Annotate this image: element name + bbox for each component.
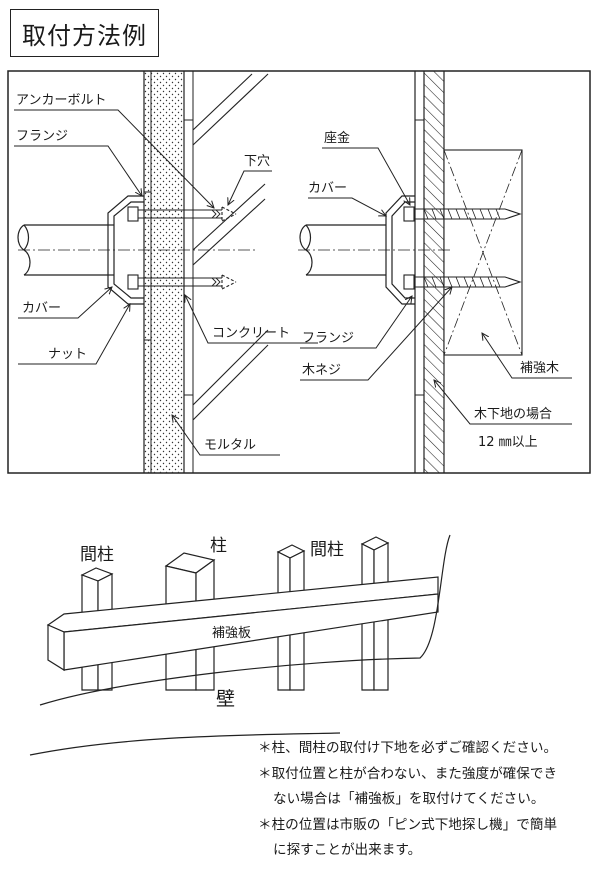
label-wood-screw: 木ネジ xyxy=(302,363,341,378)
structure-diagonals xyxy=(192,73,269,421)
reinforcing-board xyxy=(46,576,439,672)
title-box: 取付方法例 xyxy=(10,9,159,57)
note-1: ＊柱、間柱の取付け下地を必ずご確認ください。 xyxy=(258,736,598,762)
left-pipe xyxy=(17,224,255,276)
wall-outline xyxy=(29,534,451,756)
label-shita-ana: 下穴 xyxy=(244,154,270,169)
right-pipe xyxy=(298,224,450,276)
leader-flange-right xyxy=(300,296,412,349)
leader-wood-base xyxy=(434,380,572,425)
note-line: ＊柱、間柱の取付け下地を必ずご確認ください。 xyxy=(258,740,558,756)
label-hashira: 柱 xyxy=(210,536,227,556)
label-concrete: コンクリート xyxy=(212,326,290,341)
label-wood-base-size: 12 ㎜以上 xyxy=(478,435,538,450)
label-anchor-bolt: アンカーボルト xyxy=(16,93,106,108)
leader-cover-left xyxy=(18,287,112,319)
note-3-cont: に探すことが出来ます。 xyxy=(258,838,598,864)
note-3: ＊柱の位置は市販の「ピン式下地探し機」で簡単 xyxy=(258,813,598,839)
leader-shita-ana xyxy=(228,170,272,205)
leader-nut xyxy=(18,304,130,365)
label-flange-right: フランジ xyxy=(302,331,354,346)
leader-reinforcing-wood xyxy=(482,333,572,379)
reinforcing-wood xyxy=(443,149,523,356)
note-2: ＊取付位置と柱が合わない、また強度が確保でき xyxy=(258,762,598,788)
leader-zagane xyxy=(322,147,410,205)
label-wall: 壁 xyxy=(216,688,235,710)
leader-cover-right xyxy=(308,197,386,216)
note-2-cont: ない場合は「補強板」を取付けてください。 xyxy=(258,787,598,813)
leader-anchor-bolt xyxy=(14,109,214,208)
notes: ＊柱、間柱の取付け下地を必ずご確認ください。 ＊取付位置と柱が合わない、また強度… xyxy=(258,736,598,864)
label-wood-base: 木下地の場合 xyxy=(474,407,552,422)
left-flange-cover xyxy=(107,195,144,305)
leader-wood-screw xyxy=(300,287,452,381)
note-line: ＊柱の位置は市販の「ピン式下地探し機」で簡単 xyxy=(258,816,558,833)
upper-diagram-frame xyxy=(7,70,591,474)
label-mabashira-right: 間柱 xyxy=(310,540,344,560)
label-cover-left: カバー xyxy=(22,301,61,316)
leader-mortar xyxy=(172,415,280,456)
anchor-bolts xyxy=(127,206,237,290)
note-line: ない場合は「補強板」を取付けてください。 xyxy=(273,791,545,807)
label-reinforcing-wood: 補強木 xyxy=(520,361,559,376)
note-line: に探すことが出来ます。 xyxy=(273,842,422,858)
label-cover-right: カバー xyxy=(308,181,347,196)
label-reinforcing-board: 補強板 xyxy=(212,626,251,641)
concrete-wall-section xyxy=(143,71,194,473)
wood-wall-section xyxy=(414,71,445,473)
label-flange-left: フランジ xyxy=(16,129,68,144)
label-zagane: 座金 xyxy=(324,130,350,146)
wood-screws xyxy=(403,206,522,290)
note-line: ＊取付位置と柱が合わない、また強度が確保でき xyxy=(258,765,558,782)
label-nut: ナット xyxy=(48,347,87,362)
label-mortar: モルタル xyxy=(204,438,256,453)
page-title: 取付方法例 xyxy=(22,21,147,50)
leader-concrete xyxy=(185,295,318,344)
label-mabashira-left: 間柱 xyxy=(80,545,114,565)
leader-flange-left xyxy=(14,145,142,196)
